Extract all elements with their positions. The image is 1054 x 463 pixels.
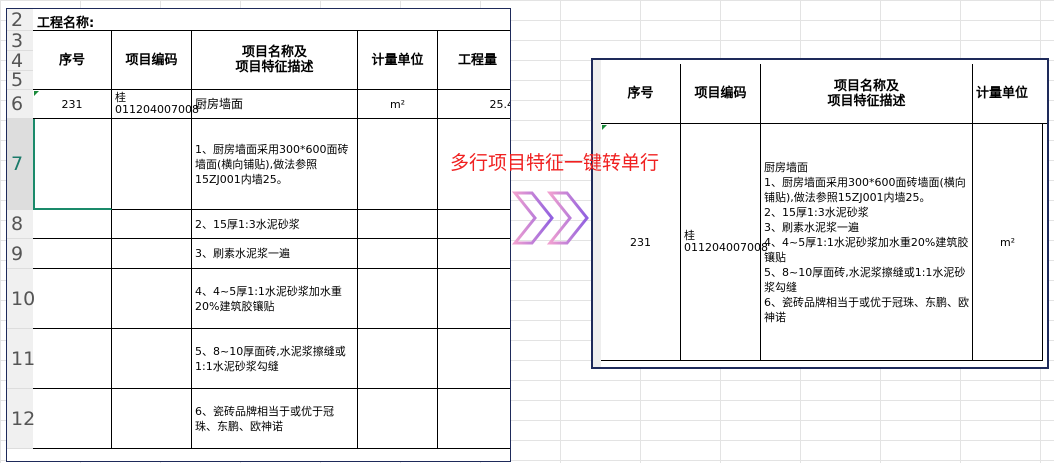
cell[interactable]: [112, 389, 192, 449]
feature-cell[interactable]: 6、瓷砖品牌相当于或优于冠珠、东鹏、欧神诺: [192, 389, 358, 449]
cell-code[interactable]: 桂 011204007008: [681, 124, 768, 361]
cell[interactable]: [438, 239, 510, 269]
feature-cell[interactable]: 2、15厚1:3水泥砂浆: [192, 210, 358, 239]
row-header[interactable]: 9: [7, 239, 33, 269]
header-code[interactable]: 项目编码: [112, 31, 192, 90]
header-seq[interactable]: 序号: [601, 64, 681, 124]
cell[interactable]: [358, 389, 438, 449]
header-qty[interactable]: 工程量: [438, 31, 510, 90]
cell[interactable]: [438, 329, 510, 389]
cell[interactable]: [358, 329, 438, 389]
row-header[interactable]: 3: [7, 30, 33, 52]
header-unit[interactable]: 计量单位: [973, 64, 1047, 124]
cell-unit[interactable]: m²: [358, 90, 438, 119]
cell[interactable]: [358, 119, 438, 210]
cell[interactable]: [358, 269, 438, 329]
project-name-label: 工程名称:: [37, 16, 95, 31]
cell-code[interactable]: 桂 011204007008: [112, 90, 199, 119]
header-name[interactable]: 项目名称及 项目特征描述: [192, 31, 358, 90]
cell[interactable]: [33, 210, 112, 239]
cell[interactable]: [112, 329, 192, 389]
row-header[interactable]: 11: [7, 329, 35, 389]
cell[interactable]: [33, 239, 112, 269]
header-code[interactable]: 项目编码: [681, 64, 761, 124]
cell-description[interactable]: 厨房墙面 1、厨房墙面采用300*600面砖墙面(横向铺贴),做法参照15ZJ0…: [761, 124, 973, 361]
divider: [33, 30, 510, 31]
cell[interactable]: [438, 389, 510, 449]
row-header[interactable]: 12: [7, 389, 35, 449]
row-header[interactable]: 10: [7, 269, 35, 329]
row-header[interactable]: 4: [7, 50, 33, 72]
selected-cell[interactable]: [33, 119, 112, 210]
feature-cell[interactable]: 5、8~10厚面砖,水泥浆擦缝或1:1水泥砂浆勾缝: [192, 329, 358, 389]
feature-cell[interactable]: 1、厨房墙面采用300*600面砖墙面(横向铺贴),做法参照15ZJ001内墙2…: [192, 119, 358, 210]
feature-cell[interactable]: 4、4~5厚1:1水泥砂浆加水重20%建筑胶镶贴: [192, 269, 358, 329]
cell-seq[interactable]: 231: [601, 124, 681, 361]
row-header[interactable]: 8: [7, 210, 33, 239]
converted-sheet: 序号 项目编码 项目名称及 项目特征描述 计量单位 231 桂 01120400…: [591, 58, 1049, 369]
cell[interactable]: [33, 389, 112, 449]
cell[interactable]: [33, 269, 112, 329]
row-header[interactable]: 5: [7, 69, 33, 91]
cell[interactable]: [438, 210, 510, 239]
cell-qty[interactable]: 25.4: [438, 90, 510, 119]
cell-name[interactable]: 厨房墙面: [192, 90, 358, 119]
cell[interactable]: [438, 269, 510, 329]
original-sheet: 2 3 4 5 6 7 8 9 10 11 12 工程名称: 序号 项目编码 项…: [6, 8, 511, 462]
cell[interactable]: [438, 119, 510, 210]
arrow-icon: [512, 191, 589, 245]
cell[interactable]: [112, 119, 192, 210]
cell-seq[interactable]: 231: [33, 90, 112, 119]
cell[interactable]: [112, 239, 192, 269]
cell[interactable]: [358, 210, 438, 239]
comment-marker-icon: [602, 125, 607, 130]
header-seq[interactable]: 序号: [33, 31, 112, 90]
cell[interactable]: [112, 269, 192, 329]
row-header[interactable]: 2: [7, 9, 33, 31]
cell[interactable]: [112, 210, 192, 239]
caption-text: 多行项目特征一键转单行: [450, 152, 660, 174]
cell[interactable]: [358, 239, 438, 269]
feature-cell[interactable]: 3、刷素水泥浆一遍: [192, 239, 358, 269]
header-name[interactable]: 项目名称及 项目特征描述: [761, 64, 973, 124]
comment-marker-icon: [34, 91, 39, 96]
row-header-selected[interactable]: 7: [7, 119, 33, 210]
row-header[interactable]: 6: [7, 90, 33, 119]
cell[interactable]: [33, 329, 112, 389]
row-header-strip: [593, 60, 601, 367]
cell-unit[interactable]: m²: [973, 124, 1043, 361]
header-unit[interactable]: 计量单位: [358, 31, 438, 90]
